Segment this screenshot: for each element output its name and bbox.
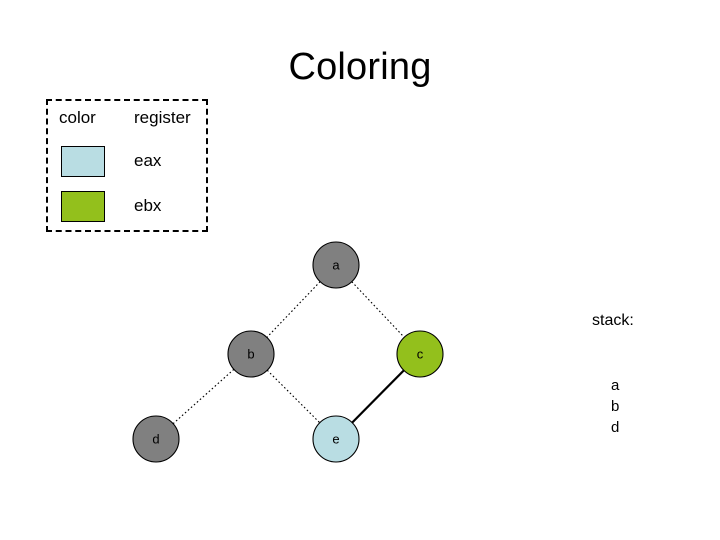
graph-node-layer: a b c d e	[132, 241, 444, 463]
stack-item: a	[611, 377, 620, 394]
node-label-a: a	[332, 257, 340, 272]
graph-node-e[interactable]: e	[312, 415, 360, 463]
node-circle-c	[396, 330, 444, 378]
stack-title: stack:	[592, 312, 634, 329]
graph-node-a[interactable]: a	[312, 241, 360, 289]
legend-swatch-ebx	[61, 191, 105, 222]
node-label-b: b	[247, 346, 254, 361]
node-circle-e	[312, 415, 360, 463]
legend-row: ebx	[48, 191, 206, 227]
page-title: Coloring	[288, 46, 432, 88]
legend-header-row: color register	[48, 104, 206, 130]
stack-item: d	[611, 419, 620, 436]
node-label-c: c	[417, 346, 424, 361]
graph-edge-b-d	[172, 368, 235, 425]
graph-edge-c-e	[351, 369, 405, 424]
graph-node-c[interactable]: c	[396, 330, 444, 378]
node-circle-b	[227, 330, 275, 378]
node-label-e: e	[332, 431, 339, 446]
legend-register-label: eax	[134, 151, 162, 170]
graph-edge-a-b	[266, 281, 321, 338]
legend-header-register: register	[134, 108, 191, 127]
node-circle-a	[312, 241, 360, 289]
stack-item: b	[611, 398, 620, 415]
color-register-legend: color register eax ebx	[46, 99, 208, 232]
node-circle-d	[132, 415, 180, 463]
legend-register-label: ebx	[134, 196, 162, 215]
legend-row: eax	[48, 146, 206, 182]
graph-edge-layer	[172, 281, 405, 425]
graph-node-b[interactable]: b	[227, 330, 275, 378]
legend-swatch-eax	[61, 146, 105, 177]
node-label-d: d	[152, 431, 159, 446]
legend-header-color: color	[59, 108, 96, 127]
graph-node-d[interactable]: d	[132, 415, 180, 463]
graph-edge-b-e	[266, 369, 321, 424]
graph-edge-a-c	[351, 281, 405, 338]
